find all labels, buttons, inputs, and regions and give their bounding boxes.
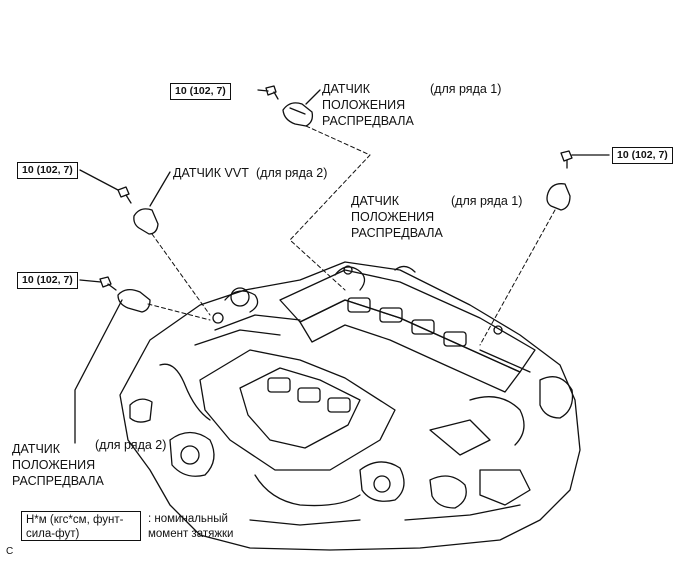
legend-unit-line2: сила-фут) <box>26 528 80 540</box>
cam-sensor-bank2 <box>99 276 151 313</box>
legend-desc-line1: : номинальный <box>148 513 228 525</box>
vvt-sensor-bank2 <box>117 186 159 235</box>
cam-sensor-left-line3: РАСПРЕДВАЛА <box>12 474 104 488</box>
leader-lines <box>74 89 610 444</box>
legend-unit-line1: Н*м (кгс*см, фунт- <box>26 514 124 526</box>
engine-block <box>119 261 581 551</box>
cam-sensor-top-label: ДАТЧИК ПОЛОЖЕНИЯ РАСПРЕДВАЛА <box>322 81 414 129</box>
vvt-sensor-label: ДАТЧИК VVT <box>173 166 249 180</box>
torque-label-vvt-bank2: 10 (102, 7) <box>17 162 78 179</box>
cam-sensor-top-line2: ПОЛОЖЕНИЯ <box>322 98 406 112</box>
cam-sensor-right-line1: ДАТЧИК <box>351 194 400 208</box>
cam-sensor-left-label: ДАТЧИК ПОЛОЖЕНИЯ РАСПРЕДВАЛА <box>12 441 104 489</box>
cam-sensor-left-bank: (для ряда 2) <box>95 438 167 452</box>
cam-sensor-top-line1: ДАТЧИК <box>322 82 371 96</box>
cam-sensor-top-line3: РАСПРЕДВАЛА <box>322 114 414 128</box>
vvt-sensor-bank: (для ряда 2) <box>256 166 328 180</box>
torque-label-cam-bank1-top: 10 (102, 7) <box>170 83 231 100</box>
cam-sensor-right-bank: (для ряда 1) <box>451 194 523 208</box>
corner-mark: C <box>6 546 14 557</box>
cam-sensor-right-label: ДАТЧИК ПОЛОЖЕНИЯ РАСПРЕДВАЛА <box>351 193 443 241</box>
cam-sensor-top-bank: (для ряда 1) <box>430 82 502 96</box>
cam-sensor-left-line1: ДАТЧИК <box>12 442 61 456</box>
cam-sensor-bank1-right <box>546 150 573 211</box>
cam-sensor-right-line3: РАСПРЕДВАЛА <box>351 226 443 240</box>
legend-description: : номинальный момент затяжки <box>148 512 233 542</box>
torque-label-cam-bank2: 10 (102, 7) <box>17 272 78 289</box>
torque-label-cam-bank1-right: 10 (102, 7) <box>612 147 673 164</box>
cam-sensor-bank1-top <box>265 85 314 127</box>
cam-sensor-right-line2: ПОЛОЖЕНИЯ <box>351 210 435 224</box>
cam-sensor-left-line2: ПОЛОЖЕНИЯ <box>12 458 96 472</box>
legend-desc-line2: момент затяжки <box>148 528 234 540</box>
dashed-guides <box>147 125 556 346</box>
torque-unit-legend: Н*м (кгс*см, фунт- сила-фут) <box>21 511 141 541</box>
